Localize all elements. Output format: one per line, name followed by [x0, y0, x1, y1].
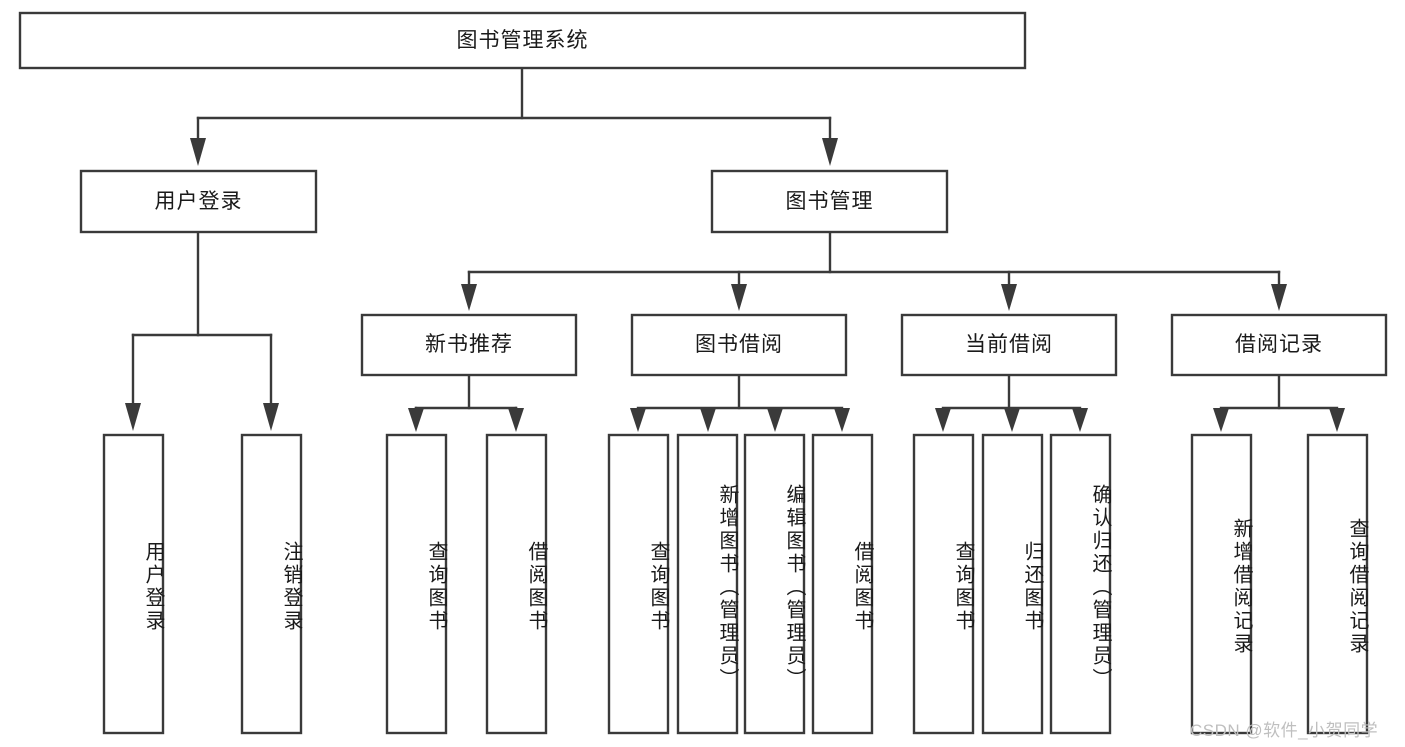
- connector-book-borrow-to-leaves: [630, 373, 850, 432]
- arrow-leaf-return-book: [1004, 408, 1020, 432]
- arrow-user-login: [190, 138, 206, 166]
- node-box-leaf-query-record[interactable]: [1306, 433, 1369, 735]
- connector-borrow-record-to-leaves: [1213, 373, 1345, 432]
- csdn-watermark: CSDN @软件_小贺同学: [1190, 721, 1379, 740]
- arrow-leaf-query-book-cur: [935, 408, 951, 432]
- arrow-leaf-user-login: [125, 403, 141, 431]
- connector-root-to-level1: [190, 66, 838, 166]
- node-box-leaf-confirm-return[interactable]: [1049, 433, 1112, 735]
- arrow-leaf-query-book-borrow: [630, 408, 646, 432]
- node-box-borrow-record[interactable]: [1170, 313, 1388, 377]
- arrow-leaf-add-book: [700, 408, 716, 432]
- node-box-root[interactable]: [18, 11, 1027, 70]
- arrow-book-borrow: [731, 284, 747, 311]
- node-box-book-manage[interactable]: [710, 169, 949, 234]
- arrow-leaf-add-record: [1213, 408, 1229, 432]
- arrow-current-borrow: [1001, 284, 1017, 311]
- arrow-leaf-logout: [263, 403, 279, 431]
- node-box-leaf-logout[interactable]: [240, 433, 303, 735]
- connector-new-book-rec-to-leaves: [408, 373, 524, 432]
- arrow-book-manage: [822, 138, 838, 166]
- arrow-leaf-query-book-rec: [408, 408, 424, 432]
- node-box-leaf-add-record[interactable]: [1190, 433, 1253, 735]
- arrow-new-book-rec: [461, 284, 477, 311]
- node-box-new-book-rec[interactable]: [360, 313, 578, 377]
- node-box-user-login[interactable]: [79, 169, 318, 234]
- arrow-leaf-confirm-return: [1072, 408, 1088, 432]
- node-box-leaf-edit-book[interactable]: [743, 433, 806, 735]
- connector-current-borrow-to-leaves: [935, 373, 1088, 432]
- node-box-leaf-add-book[interactable]: [676, 433, 739, 735]
- arrow-leaf-query-record: [1329, 408, 1345, 432]
- node-box-leaf-borrow-book-rec[interactable]: [485, 433, 548, 735]
- arrow-leaf-borrow-book-rec: [508, 408, 524, 432]
- node-box-leaf-query-book-cur[interactable]: [912, 433, 975, 735]
- connector-user-login-to-leaves: [125, 230, 279, 431]
- node-box-leaf-borrow-book[interactable]: [811, 433, 874, 735]
- node-box-leaf-query-book-borrow[interactable]: [607, 433, 670, 735]
- node-box-leaf-return-book[interactable]: [981, 433, 1044, 735]
- node-box-leaf-query-book-rec[interactable]: [385, 433, 448, 735]
- node-box-book-borrow[interactable]: [630, 313, 848, 377]
- arrow-borrow-record: [1271, 284, 1287, 311]
- node-box-leaf-user-login[interactable]: [102, 433, 165, 735]
- node-box-current-borrow[interactable]: [900, 313, 1118, 377]
- arrow-leaf-borrow-book: [834, 408, 850, 432]
- connector-book-manage-to-level2: [461, 230, 1287, 311]
- arrow-leaf-edit-book: [767, 408, 783, 432]
